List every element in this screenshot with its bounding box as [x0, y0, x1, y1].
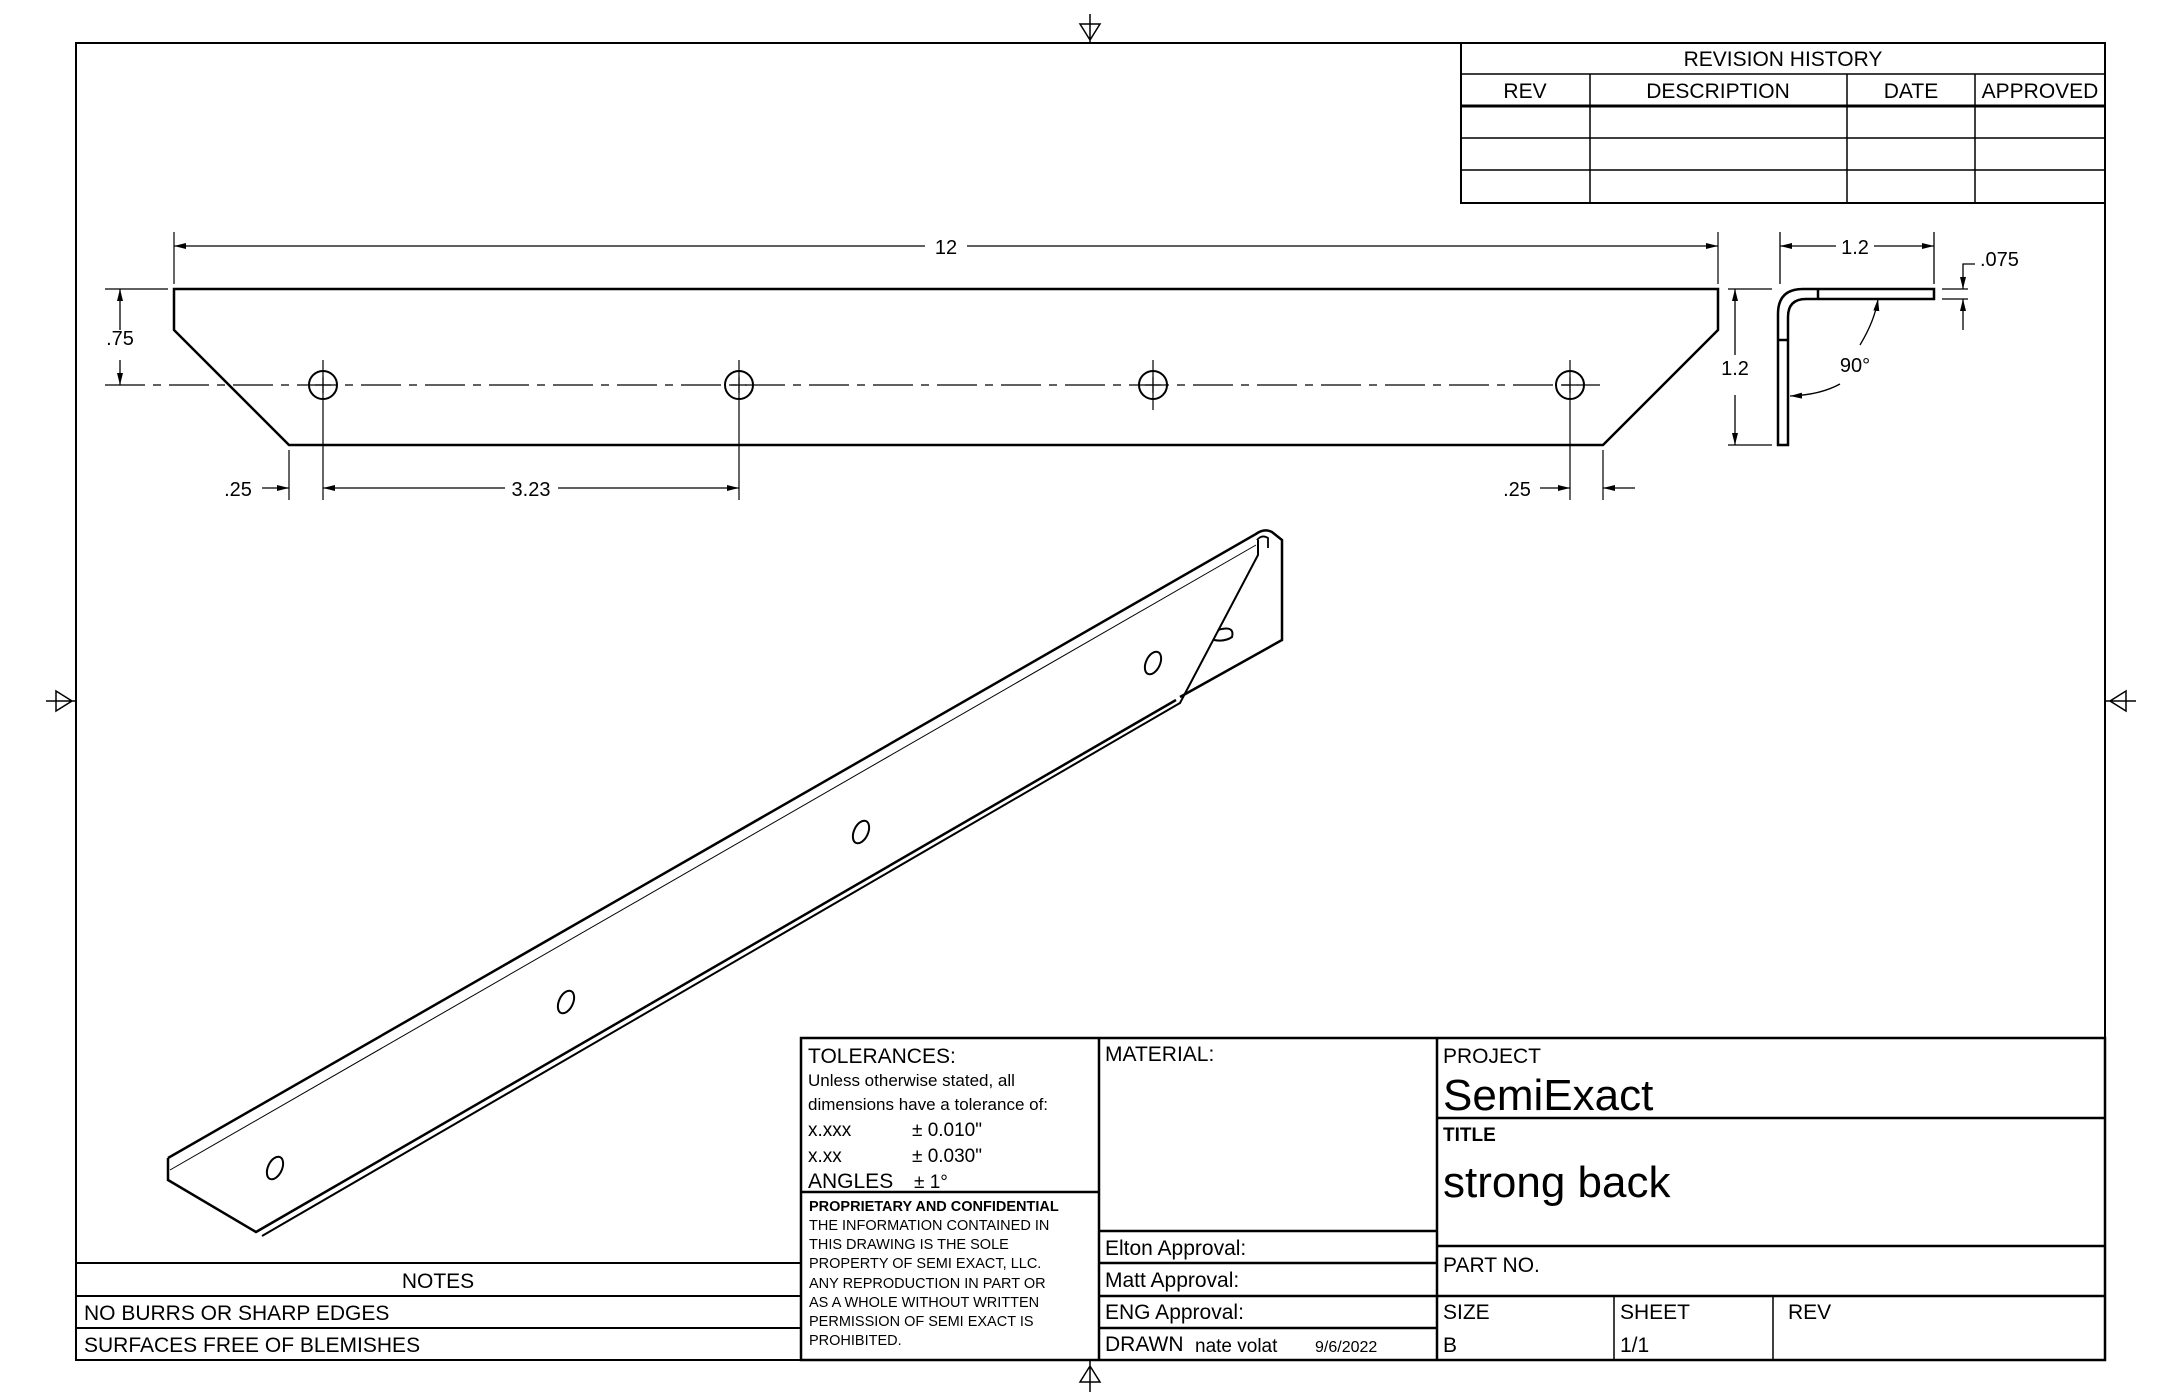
- proprietary-line: PERMISSION OF SEMI EXACT IS: [809, 1314, 1034, 1330]
- proprietary-heading: PROPRIETARY AND CONFIDENTIAL: [809, 1199, 1059, 1215]
- title-label: TITLE: [1443, 1125, 1496, 1146]
- tolerance-key: x.xxx: [808, 1120, 852, 1141]
- proprietary-line: THE INFORMATION CONTAINED IN: [809, 1218, 1049, 1234]
- part-no-label: PART NO.: [1443, 1254, 1540, 1277]
- sheet-label: SHEET: [1620, 1301, 1690, 1324]
- dim-hole-spacing: 3.23: [512, 479, 551, 501]
- size-value: B: [1443, 1334, 1457, 1357]
- isometric-view: [166, 529, 1284, 1237]
- revision-history-table: REVISION HISTORY REV DESCRIPTION DATE AP…: [1460, 42, 2106, 204]
- dim-bend-angle: 90°: [1840, 355, 1870, 377]
- bottom-center-mark-icon: [1078, 1360, 1102, 1392]
- tolerances-line1: Unless otherwise stated, all: [808, 1071, 1015, 1090]
- iso-hole: [556, 989, 576, 1015]
- project-name: SemiExact: [1443, 1071, 1653, 1120]
- title-block: TOLERANCES: Unless otherwise stated, all…: [799, 1036, 2107, 1362]
- iso-hole: [1143, 650, 1163, 676]
- approved-header: APPROVED: [1982, 80, 2099, 103]
- proprietary-line: THIS DRAWING IS THE SOLE: [809, 1237, 1009, 1253]
- tolerance-key: x.xx: [808, 1146, 842, 1167]
- date-header: DATE: [1884, 80, 1938, 103]
- dim-flange-height: 1.2: [1721, 358, 1749, 380]
- drawn-date: 9/6/2022: [1315, 1339, 1377, 1356]
- sheet-value: 1/1: [1620, 1334, 1649, 1357]
- notes-header: NOTES: [402, 1270, 474, 1293]
- dim-height: .75: [106, 328, 134, 350]
- dim-edge-offset-left: .25: [224, 479, 252, 501]
- sheet-border: [75, 42, 2106, 1361]
- front-view: 12 .75 .25 3.23 .25: [105, 232, 1720, 501]
- drawn-by: nate volat: [1195, 1336, 1278, 1357]
- proprietary-line: AS A WHOLE WITHOUT WRITTEN: [809, 1295, 1039, 1311]
- dim-overall-length: 12: [935, 237, 957, 259]
- side-view: 1.2 1.2 .075 90°: [1721, 232, 2019, 447]
- iso-hole: [265, 1155, 285, 1181]
- revision-history-title: REVISION HISTORY: [1684, 48, 1883, 71]
- dim-flange-width: 1.2: [1841, 237, 1869, 259]
- part-outline: [172, 287, 1720, 447]
- tolerance-key: ANGLES: [808, 1170, 893, 1193]
- right-center-mark-icon: [2105, 689, 2136, 713]
- notes-block: NOTES NO BURRS OR SHARP EDGES SURFACES F…: [76, 1262, 801, 1357]
- drawn-label: DRAWN: [1105, 1333, 1184, 1356]
- rev-label: REV: [1788, 1301, 1831, 1324]
- tolerance-value: ± 0.030": [912, 1146, 982, 1167]
- matt-approval-label: Matt Approval:: [1105, 1269, 1239, 1292]
- drawing-title: strong back: [1443, 1158, 1671, 1207]
- rev-header: REV: [1503, 80, 1546, 103]
- dim-thickness: .075: [1980, 249, 2019, 271]
- top-center-mark-icon: [1078, 14, 1102, 43]
- dim-edge-offset-right: .25: [1503, 479, 1531, 501]
- description-header: DESCRIPTION: [1646, 80, 1790, 103]
- eng-approval-label: ENG Approval:: [1105, 1301, 1244, 1324]
- proprietary-line: ANY REPRODUCTION IN PART OR: [809, 1276, 1046, 1292]
- tolerance-value: ± 1°: [914, 1172, 948, 1193]
- center-marks: [46, 14, 2136, 1392]
- size-label: SIZE: [1443, 1301, 1490, 1324]
- tolerances-label: TOLERANCES:: [808, 1045, 956, 1068]
- elton-approval-label: Elton Approval:: [1105, 1237, 1246, 1260]
- material-label: MATERIAL:: [1105, 1043, 1214, 1066]
- note-item: SURFACES FREE OF BLEMISHES: [84, 1334, 420, 1357]
- project-label: PROJECT: [1443, 1045, 1541, 1068]
- note-item: NO BURRS OR SHARP EDGES: [84, 1302, 389, 1325]
- angle-profile: [1776, 287, 1936, 447]
- left-center-mark-icon: [46, 689, 76, 713]
- proprietary-line: PROPERTY OF SEMI EXACT, LLC.: [809, 1256, 1041, 1272]
- proprietary-line: PROHIBITED.: [809, 1333, 902, 1349]
- tolerance-value: ± 0.010": [912, 1120, 982, 1141]
- tolerances-line2: dimensions have a tolerance of:: [808, 1095, 1048, 1114]
- iso-hole: [851, 819, 871, 845]
